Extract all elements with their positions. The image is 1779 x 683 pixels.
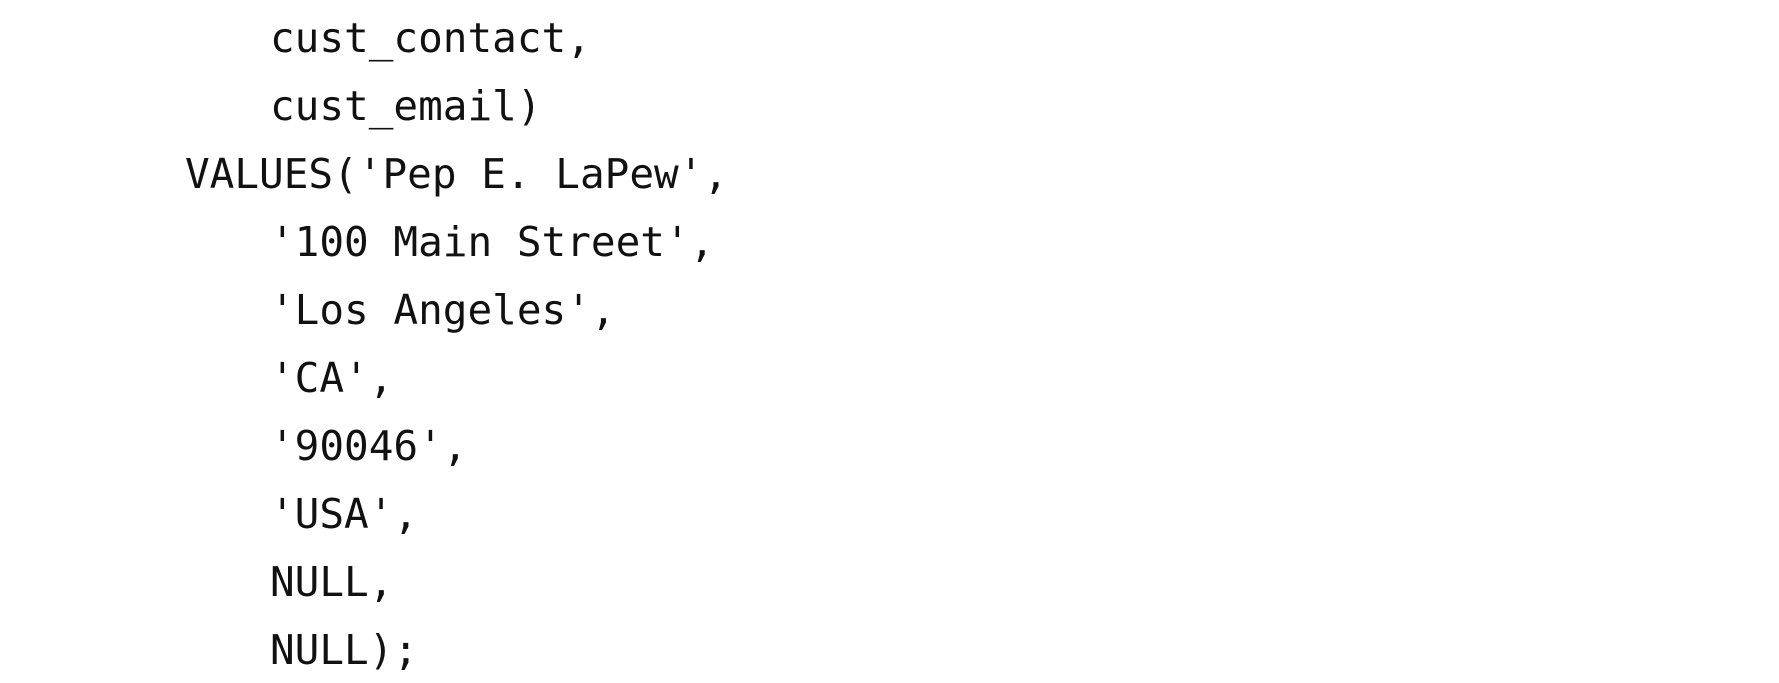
code-line: NULL); — [270, 626, 419, 674]
code-line: '100 Main Street', — [270, 218, 715, 266]
code-line: VALUES('Pep E. LaPew', — [185, 150, 729, 198]
code-line: cust_contact, — [270, 14, 591, 62]
code-line: 'Los Angeles', — [270, 286, 616, 334]
code-line: cust_email) — [270, 82, 542, 130]
code-line: 'USA', — [270, 490, 419, 538]
code-line: '90046', — [270, 422, 468, 470]
code-line: 'CA', — [270, 354, 394, 402]
code-line: NULL, — [270, 558, 394, 606]
